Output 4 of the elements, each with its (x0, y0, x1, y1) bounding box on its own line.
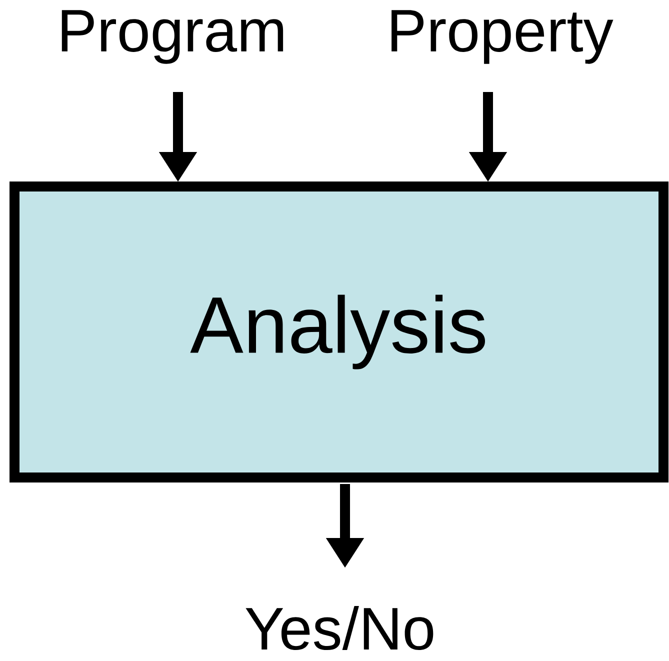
label-text: Program (62, 10, 284, 64)
label-text: Yes/No (246, 606, 434, 650)
label-text: Property (392, 10, 614, 64)
process-box: Analysis (10, 182, 668, 482)
